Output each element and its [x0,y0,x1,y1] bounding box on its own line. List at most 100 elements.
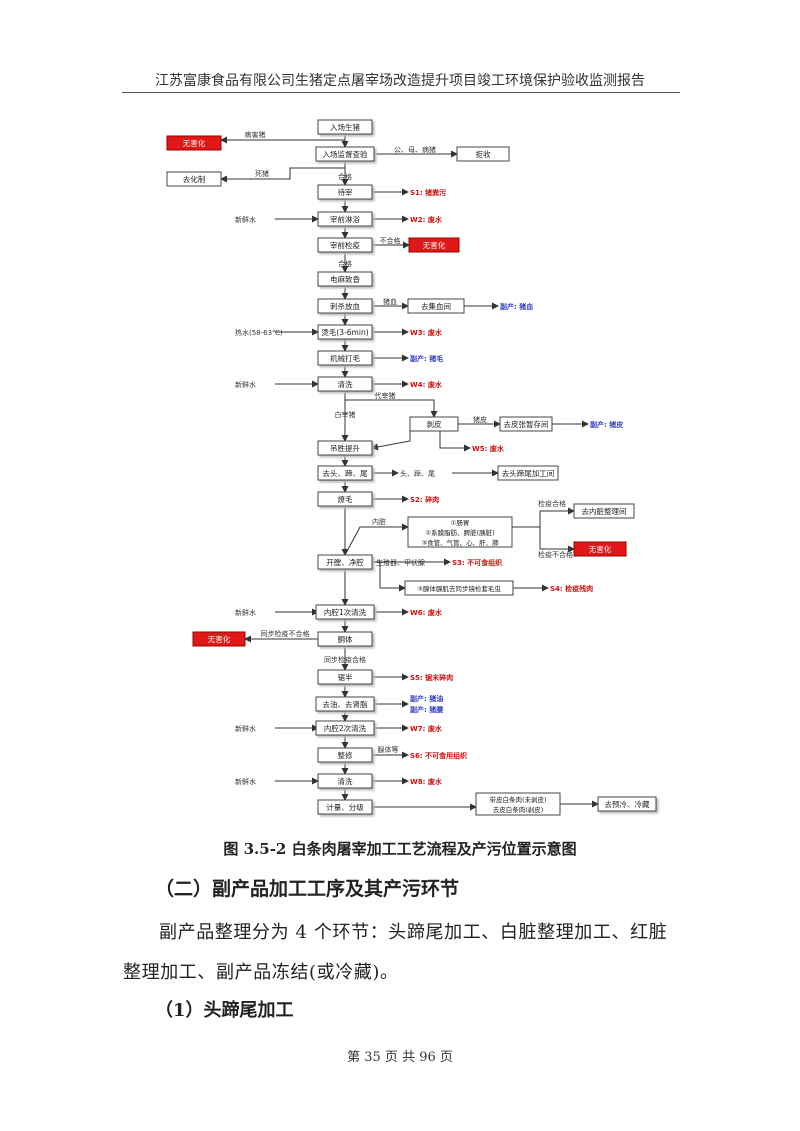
process-box-scald: 烫毛(3-6min) [317,324,373,340]
svg-text:③食管、气管、心、肝、肺: ③食管、气管、心、肝、肺 [421,538,499,547]
output-byprod-kidney: 副产: 猪腰 [410,705,443,714]
edge-label-other: 公、母、病猪 [394,145,436,154]
svg-text:无害化: 无害化 [589,544,612,554]
svg-text:去头蹄尾加工间: 去头蹄尾加工间 [502,468,555,478]
process-box-wash2: 清洗 [317,773,373,789]
process-box-singe: 燎毛 [317,491,373,507]
input-hot-water: 热水(58-63℃) [235,328,283,337]
process-box-head-proc: 去头蹄尾加工间 [497,465,559,481]
harmless-box-fail3: 无害化 [573,541,627,557]
lymph-box: ③腺体腺肌去同步镜检套毛虫 [404,580,514,596]
svg-text:宰前检疫: 宰前检疫 [330,240,360,250]
svg-text:吊胜提升: 吊胜提升 [330,443,360,453]
process-box-inspect: 入场监督查验 [315,146,375,162]
svg-text:清洗: 清洗 [338,379,353,389]
output-w4: W4: 废水 [410,380,443,389]
svg-text:开膛、净腔: 开膛、净腔 [326,557,364,567]
edge-label-sick: 病害猪 [245,130,266,139]
process-box-wash1: 清洗 [317,376,373,392]
svg-text:内腔2次清洗: 内腔2次清洗 [324,723,367,733]
output-byprod-blood: 副产: 猪血 [500,302,533,311]
svg-text:入场监督查验: 入场监督查验 [323,149,368,159]
output-w3: W3: 废水 [410,328,443,337]
svg-text:计量、分级: 计量、分级 [326,802,364,812]
process-box-cavity_wash1: 内腔1次清洗 [315,604,375,620]
svg-text:拒收: 拒收 [476,149,491,159]
svg-text:去集血间: 去集血间 [421,301,451,311]
process-box-dehair: 机械打毛 [317,350,373,366]
page-header: 江苏富康食品有限公司生猪定点屠宰场改造提升项目竣工环境保护验收监测报告 [155,73,645,89]
process-box-wait: 待宰 [317,184,373,200]
svg-text:燎毛: 燎毛 [338,494,353,504]
process-box-preinspect: 宰前检疫 [317,237,373,253]
output-byprod-hair: 副产: 猪毛 [410,354,443,363]
svg-text:入场生猪: 入场生猪 [330,122,360,132]
figure-caption: 图 3.5-2 白条肉屠宰加工工艺流程及产污位置示意图 [223,840,577,858]
svg-text:③腺体腺肌去同步镜检套毛虫: ③腺体腺肌去同步镜检套毛虫 [417,584,501,593]
output-w8: W8: 废水 [410,777,443,786]
process-box-remove_head: 去头、蹄、尾 [317,465,373,481]
edge-label-pass-1: 合格 [338,172,352,181]
edge-label-pass-2: 合格 [338,259,352,268]
section-title: （二）副产品加工工序及其产污环节 [155,878,460,900]
svg-text:去皮白条肉(剥皮): 去皮白条肉(剥皮) [493,805,544,814]
svg-text:待宰: 待宰 [338,187,353,197]
svg-text:刺杀放血: 刺杀放血 [330,301,360,311]
process-box-stab: 刺杀放血 [317,298,373,314]
svg-text:锯半: 锯半 [338,672,353,682]
edge-label-glands: 生殖器、甲状腺 [376,558,425,567]
process-box-split: 胴体 [317,631,373,647]
svg-text:①肠胃: ①肠胃 [451,518,470,527]
output-s1: S1: 猪粪污 [410,188,446,197]
harmless-box-sick: 无害化 [166,135,222,151]
edge-label-white-pig: 白宰猪 [335,410,356,419]
svg-text:无害化: 无害化 [208,634,231,644]
subsection-title: （1）头蹄尾加工 [155,1000,294,1021]
svg-text:带皮白条肉(未剥皮): 带皮白条肉(未剥皮) [489,795,546,804]
process-box-saw: 锯半 [317,669,373,685]
svg-text:机械打毛: 机械打毛 [330,353,360,363]
process-box-peel: 剥皮 [409,416,459,432]
process-box-shower: 宰前淋浴 [317,211,373,227]
process-box-degrease: 去油、去肾脂 [315,696,375,712]
svg-text:去油、去肾脂: 去油、去肾脂 [323,699,368,709]
body-paragraph: 副产品整理分为 4 个环节：头蹄尾加工、白脏整理加工、红脏整理加工、副产品冻结(… [123,922,668,983]
input-fresh-water-1: 新鲜水 [235,215,256,224]
edge-label-qc-fail: 检疫不合格 [538,550,573,559]
edge-label-trim-items: 腺体等 [378,745,399,754]
svg-text:无害化: 无害化 [423,240,446,250]
process-box-blood-room: 去集血间 [407,298,465,314]
process-box-carcass-out: 带皮白条肉(未剥皮)去皮白条肉(剥皮) [475,792,561,816]
process-box-cavity_wash2: 内腔2次清洗 [315,720,375,736]
svg-text:去头、蹄、尾: 去头、蹄、尾 [323,468,368,478]
input-fresh-water-4: 新鲜水 [235,724,256,733]
input-fresh-water-2: 新鲜水 [235,380,256,389]
process-box-hang: 吊胜提升 [317,440,373,456]
output-s2: S2: 碎肉 [410,495,439,504]
svg-text:电麻致昏: 电麻致昏 [330,274,360,284]
process-box-intake: 入场生猪 [317,119,373,135]
process-box-viscera-room: 去内脏整理间 [573,503,635,519]
process-box-open: 开膛、净腔 [317,554,373,570]
process-box-receive: 拒收 [456,146,510,162]
svg-text:去预冷、冷藏: 去预冷、冷藏 [605,799,650,809]
edge-label-qc-pass: 检疫合格 [538,499,566,508]
process-box-cold: 去预冷、冷藏 [597,796,657,812]
svg-text:整修: 整修 [338,750,353,760]
output-w5: W5: 废水 [472,444,505,453]
edge-label-dead: 死猪 [255,169,269,178]
svg-text:胴体: 胴体 [338,634,353,644]
svg-text:宰前淋浴: 宰前淋浴 [330,214,360,224]
output-w6: W6: 废水 [410,608,443,617]
edge-label-viscera: 内脏 [372,517,386,526]
svg-text:去化制: 去化制 [183,174,206,184]
output-s3: S3: 不可食组织 [452,558,502,567]
process-box-skin-store: 去皮张暂存间 [499,416,553,432]
process-box-harmless-dead: 去化制 [166,171,222,187]
output-w2: W2: 废水 [410,215,443,224]
svg-text:②系膜脂肪、脾脏(胰脏): ②系膜脂肪、脾脏(胰脏) [425,528,494,537]
input-fresh-water-5: 新鲜水 [235,777,256,786]
svg-text:无害化: 无害化 [183,138,206,148]
process-box-trim: 整修 [317,747,373,763]
